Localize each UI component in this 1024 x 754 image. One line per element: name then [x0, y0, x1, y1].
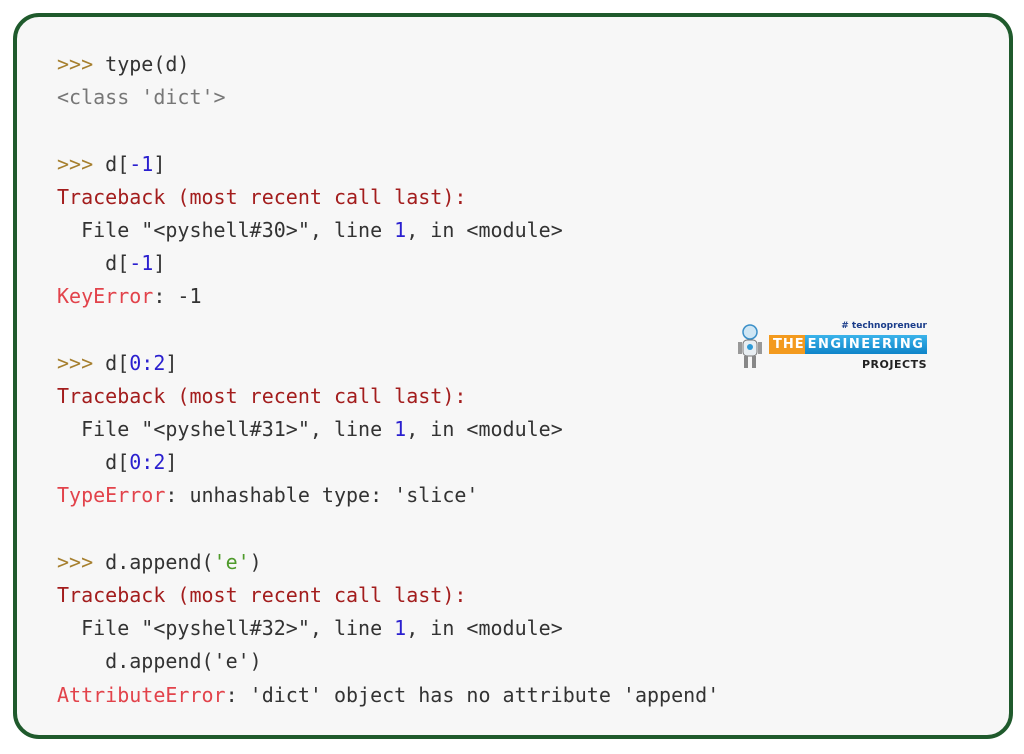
code-token-default: d.append(	[105, 549, 214, 574]
code-token-default: ]	[165, 350, 178, 375]
code-token-number: -1	[129, 151, 154, 176]
code-token-prompt: >>>	[57, 549, 106, 574]
code-token-default: : -1	[153, 284, 202, 309]
code-line: >>> d.append('e')	[57, 546, 719, 579]
code-line: File "<pyshell#31>", line 1, in <module>	[57, 413, 719, 446]
code-line: TypeError: unhashable type: 'slice'	[57, 479, 719, 512]
code-token-error: KeyError	[57, 284, 154, 309]
code-token-error: AttributeError	[57, 682, 226, 707]
code-token-default: : 'dict' object has no attribute 'append…	[225, 682, 720, 707]
code-token-number: 1	[394, 217, 407, 242]
code-line: Traceback (most recent call last):	[57, 380, 719, 413]
code-token-default: File "<pyshell#32>", line	[57, 616, 395, 641]
code-token-default: d[	[105, 151, 130, 176]
engineering-projects-logo: # technopreneur THE ENGINEERING PROJECTS	[733, 321, 933, 377]
code-line: KeyError: -1	[57, 280, 719, 313]
code-token-default: d[	[57, 251, 130, 276]
code-token-error: TypeError	[57, 483, 166, 508]
code-line: AttributeError: 'dict' object has no att…	[57, 679, 719, 712]
code-token-number: 0:2	[129, 450, 166, 475]
code-line	[57, 314, 719, 347]
code-token-output: <class 'dict'>	[57, 85, 226, 110]
code-token-traceback: Traceback (most recent call last):	[57, 184, 467, 209]
code-token-default: ]	[165, 450, 178, 475]
code-token-default: d.append('e')	[57, 649, 262, 674]
code-token-number: -1	[129, 251, 154, 276]
code-line: File "<pyshell#32>", line 1, in <module>	[57, 612, 719, 645]
robot-icon	[738, 324, 762, 368]
code-token-default: )	[249, 549, 262, 574]
code-token-default: , in <module>	[406, 417, 563, 442]
code-token-default: , in <module>	[406, 616, 563, 641]
code-token-prompt: >>>	[57, 151, 106, 176]
code-token-number: 0:2	[129, 350, 166, 375]
code-token-number: 1	[394, 417, 407, 442]
code-line: d.append('e')	[57, 645, 719, 678]
code-line: >>> d[0:2]	[57, 347, 719, 380]
code-token-default: : unhashable type: 'slice'	[165, 483, 479, 508]
code-token-default: type(d)	[105, 52, 190, 76]
code-token-default: d[	[57, 450, 130, 475]
logo-projects: PROJECTS	[862, 358, 927, 371]
code-line: >>> d[-1]	[57, 148, 719, 181]
code-line	[57, 114, 719, 147]
code-panel: >>> type(d)<class 'dict'>>>> d[-1]Traceb…	[13, 13, 1013, 739]
code-token-prompt: >>>	[57, 350, 106, 375]
logo-the: THE	[769, 335, 809, 354]
code-line: d[0:2]	[57, 446, 719, 479]
code-line: Traceback (most recent call last):	[57, 579, 719, 612]
code-token-prompt: >>>	[57, 52, 106, 76]
code-line	[57, 513, 719, 546]
code-token-default: ]	[153, 251, 166, 276]
code-token-default: File "<pyshell#30>", line	[57, 217, 395, 242]
code-token-default: , in <module>	[406, 217, 563, 242]
code-token-traceback: Traceback (most recent call last):	[57, 583, 467, 607]
code-line: Traceback (most recent call last):	[57, 181, 719, 214]
code-line: File "<pyshell#30>", line 1, in <module>	[57, 214, 719, 247]
code-line: d[-1]	[57, 247, 719, 280]
code-token-default: d[	[105, 350, 130, 375]
code-token-string: 'e'	[213, 549, 250, 574]
logo-engineering: ENGINEERING	[805, 335, 927, 354]
code-token-default: ]	[153, 151, 166, 176]
logo-tagline: # technopreneur	[841, 321, 927, 331]
python-shell-output: >>> type(d)<class 'dict'>>>> d[-1]Traceb…	[57, 48, 719, 712]
code-line: >>> type(d)	[57, 48, 719, 81]
code-token-default: File "<pyshell#31>", line	[57, 417, 395, 442]
code-token-traceback: Traceback (most recent call last):	[57, 383, 467, 408]
code-token-number: 1	[394, 616, 407, 641]
code-line: <class 'dict'>	[57, 81, 719, 114]
